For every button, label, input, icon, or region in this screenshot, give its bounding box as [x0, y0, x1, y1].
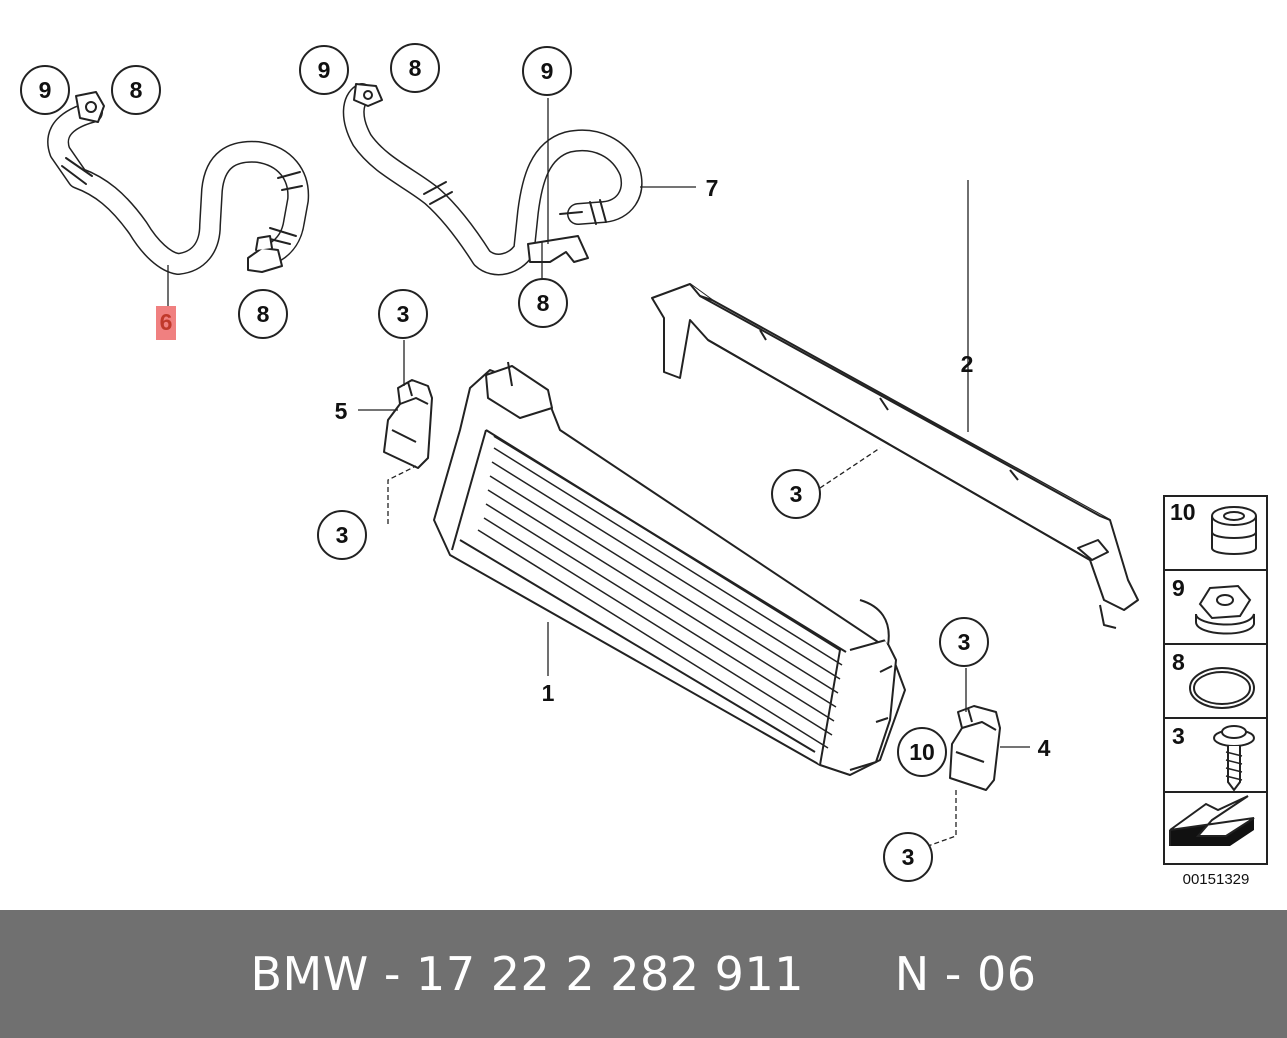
label-4: 4 — [1038, 735, 1051, 761]
callout-3-c: 3 — [771, 469, 821, 519]
svg-text:8: 8 — [409, 55, 422, 81]
label-1: 1 — [542, 680, 555, 706]
leader-labels: 6 7 5 2 1 4 — [156, 175, 1051, 761]
screw-icon — [1213, 725, 1255, 792]
legend-item-9: 9 — [1172, 575, 1255, 635]
diagram-canvas: 9 8 9 8 9 8 8 3 3 3 3 10 3 6 7 5 2 1 4 1… — [20, 43, 1268, 888]
label-2: 2 — [961, 351, 974, 377]
svg-text:8: 8 — [537, 290, 550, 316]
o-ring-icon — [1189, 667, 1255, 709]
svg-text:9: 9 — [39, 77, 52, 103]
leader-lines — [167, 98, 1030, 847]
svg-text:3: 3 — [902, 844, 915, 870]
callout-3-e: 3 — [883, 832, 933, 882]
highlight-box — [156, 306, 176, 340]
svg-text:8: 8 — [130, 77, 143, 103]
footer-bar: BMW - 17 22 2 282 911 N - 06 — [0, 910, 1287, 1038]
callout-9-a: 9 — [20, 65, 70, 115]
arrow-icon — [1169, 795, 1255, 846]
svg-text:9: 9 — [318, 57, 331, 83]
label-6: 6 — [160, 309, 173, 335]
rubber-grommet-icon — [1211, 506, 1257, 555]
callout-10: 10 — [897, 727, 947, 777]
callout-8-c: 8 — [518, 278, 568, 328]
legend-item-8: 8 — [1172, 649, 1255, 709]
label-5: 5 — [335, 398, 348, 424]
svg-text:9: 9 — [1172, 575, 1185, 601]
svg-text:3: 3 — [790, 481, 803, 507]
svg-text:10: 10 — [909, 739, 935, 765]
callout-8-a: 8 — [111, 65, 161, 115]
svg-text:3: 3 — [958, 629, 971, 655]
svg-text:3: 3 — [336, 522, 349, 548]
part-number-text: BMW - 17 22 2 282 911 N - 06 — [250, 947, 1037, 1001]
svg-text:8: 8 — [257, 301, 270, 327]
legend-item-3: 3 — [1172, 723, 1255, 792]
hose-6 — [47, 91, 310, 275]
svg-text:10: 10 — [1170, 499, 1196, 525]
svg-text:3: 3 — [1172, 723, 1185, 749]
svg-text:9: 9 — [541, 58, 554, 84]
callout-3-b: 3 — [317, 510, 367, 560]
hex-nut-icon — [1195, 584, 1255, 635]
callout-circles: 9 8 9 8 9 8 8 3 3 3 3 10 3 — [20, 43, 989, 882]
callout-8-b: 8 — [390, 43, 440, 93]
oil-cooler-1 — [433, 361, 906, 776]
support-bracket-2 — [651, 283, 1139, 629]
svg-text:8: 8 — [1172, 649, 1185, 675]
svg-text:3: 3 — [397, 301, 410, 327]
callout-9-c: 9 — [522, 46, 572, 96]
legend-item-10: 10 — [1170, 499, 1257, 555]
callout-3-a: 3 — [378, 289, 428, 339]
holder-4 — [949, 705, 1001, 791]
legend-panel: 10 9 8 3 — [1163, 495, 1268, 888]
callout-9-b: 9 — [299, 45, 349, 95]
hose-7 — [342, 83, 643, 276]
holder-5 — [383, 379, 433, 469]
label-7: 7 — [706, 175, 719, 201]
callout-3-d: 3 — [939, 617, 989, 667]
diagram-id: 00151329 — [1183, 871, 1250, 888]
callout-8-d: 8 — [238, 289, 288, 339]
